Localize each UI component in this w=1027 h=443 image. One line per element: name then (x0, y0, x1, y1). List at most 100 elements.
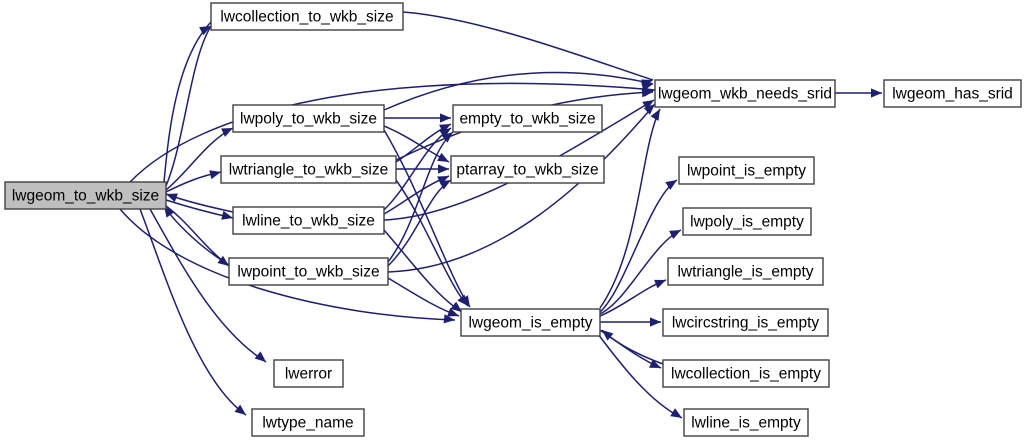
graph-node-lwtriangle-is-empty[interactable]: lwtriangle_is_empty (667, 257, 824, 286)
arrowhead-icon (457, 294, 468, 306)
graph-node-lwtype-name[interactable]: lwtype_name (251, 408, 365, 437)
call-edge (387, 131, 454, 263)
arrowhead-icon (654, 279, 666, 289)
arrowhead-icon (209, 170, 221, 180)
arrowhead-icon (439, 128, 451, 139)
call-edge (165, 170, 222, 193)
node-box[interactable] (220, 155, 397, 184)
graph-node-lwcollection-to-wkb-size[interactable]: lwcollection_to_wkb_size (210, 2, 404, 31)
call-edge (383, 229, 463, 313)
node-label: empty_to_wkb_size (459, 111, 595, 128)
call-edge (383, 127, 452, 211)
node-box[interactable] (210, 2, 404, 31)
call-edge (139, 208, 247, 416)
call-edge (395, 179, 469, 307)
node-label: lwline_to_wkb_size (242, 213, 375, 230)
graph-node-lwpoint-is-empty[interactable]: lwpoint_is_empty (678, 156, 815, 185)
node-box[interactable] (273, 359, 344, 388)
call-edge (384, 113, 451, 123)
call-edge (601, 329, 664, 365)
call-edge (599, 229, 682, 315)
node-label: lwpoint_to_wkb_size (237, 264, 379, 281)
arrowhead-icon (665, 180, 677, 190)
call-edge (387, 277, 460, 317)
arrowhead-icon (447, 307, 459, 317)
node-layer: lwgeom_to_wkb_size lwcollection_to_wkb_si… (4, 2, 1022, 437)
node-box[interactable] (883, 79, 1022, 108)
graph-node-lwgeom-wkb-needs-srid[interactable]: lwgeom_wkb_needs_srid (654, 79, 836, 108)
node-label: lwpoly_to_wkb_size (240, 111, 377, 128)
node-box[interactable] (662, 308, 829, 337)
graph-node-lwpoly-is-empty[interactable]: lwpoly_is_empty (682, 207, 812, 236)
call-edge (149, 208, 267, 363)
node-box[interactable] (251, 408, 365, 437)
graph-node-lwgeom-has-srid[interactable]: lwgeom_has_srid (883, 79, 1022, 108)
call-edge (119, 208, 456, 324)
node-label: lwcollection_to_wkb_size (220, 9, 393, 26)
arrowhead-icon (670, 408, 682, 418)
call-edge (383, 125, 450, 163)
arrowhead-icon (221, 128, 233, 137)
graph-node-lwcircstring-is-empty[interactable]: lwcircstring_is_empty (662, 308, 829, 337)
call-edge (165, 199, 234, 220)
arrowhead-icon (650, 317, 661, 327)
node-box[interactable] (682, 207, 812, 236)
node-box[interactable] (678, 156, 815, 185)
graph-node-empty-to-wkb-size[interactable]: empty_to_wkb_size (452, 104, 603, 133)
call-edge (165, 193, 234, 213)
node-box[interactable] (662, 359, 830, 388)
graph-node-lwerror[interactable]: lwerror (273, 359, 344, 388)
node-box[interactable] (460, 308, 601, 337)
call-edge (165, 25, 212, 187)
node-box[interactable] (232, 104, 385, 133)
node-label: lwtriangle_to_wkb_size (229, 162, 388, 179)
node-label: lwgeom_is_empty (468, 315, 592, 332)
call-edge (599, 108, 661, 309)
arrowhead-icon (221, 210, 233, 220)
call-edge (383, 71, 654, 111)
node-box[interactable] (232, 206, 385, 235)
call-edge (165, 127, 234, 191)
arrowhead-icon (438, 164, 449, 174)
node-label: lwcircstring_is_empty (672, 315, 820, 332)
graph-node-lwgeom-is-empty[interactable]: lwgeom_is_empty (460, 308, 601, 337)
arrowhead-icon (871, 88, 882, 98)
node-label: lwpoint_is_empty (687, 163, 806, 180)
node-label: lwcollection_is_empty (671, 366, 821, 383)
graph-node-lwgeom-to-wkb-size[interactable]: lwgeom_to_wkb_size (4, 181, 167, 210)
arrowhead-icon (440, 113, 451, 123)
arrowhead-icon (199, 26, 211, 36)
graph-node-lwline-to-wkb-size[interactable]: lwline_to_wkb_size (232, 206, 385, 235)
graph-node-ptarray-to-wkb-size[interactable]: ptarray_to_wkb_size (450, 155, 605, 184)
node-box[interactable] (4, 181, 167, 210)
node-box[interactable] (667, 257, 824, 286)
call-edge (600, 317, 661, 327)
call-edge (387, 179, 452, 267)
call-edge (157, 21, 212, 194)
node-label: lwline_is_empty (691, 415, 801, 432)
call-edge (599, 179, 678, 313)
graph-node-lwpoly-to-wkb-size[interactable]: lwpoly_to_wkb_size (232, 104, 385, 133)
node-box[interactable] (228, 257, 389, 286)
node-box[interactable] (654, 79, 836, 108)
node-label: lwgeom_to_wkb_size (12, 188, 159, 205)
graph-node-lwline-is-empty[interactable]: lwline_is_empty (683, 408, 809, 437)
arrowhead-icon (234, 404, 246, 415)
node-label: lwgeom_wkb_needs_srid (658, 86, 832, 103)
arrowhead-icon (669, 230, 681, 240)
node-box[interactable] (452, 104, 603, 133)
node-box[interactable] (683, 408, 809, 437)
graph-node-lwcollection-is-empty[interactable]: lwcollection_is_empty (662, 359, 830, 388)
arrowhead-icon (643, 104, 655, 115)
arrowhead-icon (642, 100, 654, 110)
node-label: lwgeom_has_srid (892, 86, 1013, 103)
call-edge (835, 88, 882, 98)
arrowhead-icon (602, 330, 614, 341)
graph-node-lwpoint-to-wkb-size[interactable]: lwpoint_to_wkb_size (228, 257, 389, 286)
node-box[interactable] (450, 155, 605, 184)
arrowhead-icon (439, 180, 451, 190)
node-label: lwpoly_is_empty (690, 214, 804, 231)
graph-node-lwtriangle-to-wkb-size[interactable]: lwtriangle_to_wkb_size (220, 155, 397, 184)
